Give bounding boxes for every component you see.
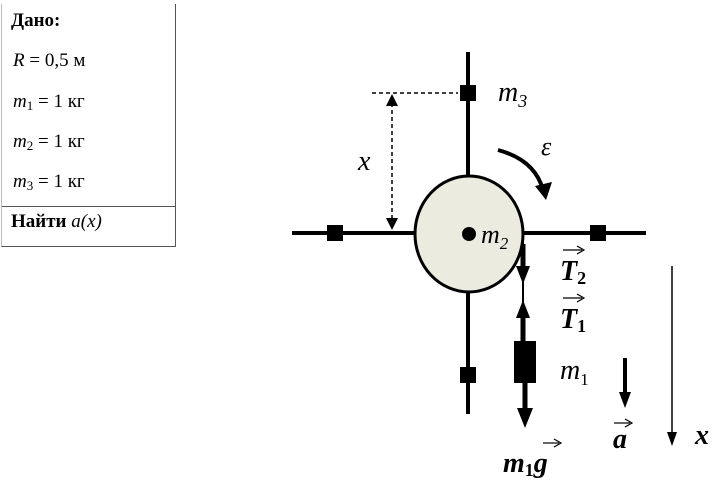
label-x-axis: x [694, 420, 709, 451]
label-m2: m2 [481, 220, 509, 253]
gravity-arrowhead [517, 408, 533, 428]
given-m3-sub: 3 [26, 178, 34, 193]
disk-center-dot [462, 227, 476, 241]
label-m3: m3 [498, 77, 527, 111]
epsilon-arc [497, 148, 545, 191]
mass-bottom [460, 367, 476, 383]
given-divider [2, 206, 176, 207]
epsilon-arrowhead [535, 182, 552, 200]
given-panel: Дано: R = 0,5 м m1 = 1 кг m2 = 1 кг m3 =… [1, 4, 176, 247]
hanging-mass-m1 [514, 341, 536, 383]
given-header: Дано: [11, 10, 61, 31]
mass-right [590, 225, 606, 241]
x-axis-arrowhead [667, 432, 677, 446]
mass-top [460, 85, 476, 101]
mass-left [327, 225, 343, 241]
label-x-distance: x [357, 146, 371, 177]
t1-arrowhead [516, 300, 530, 318]
given-radius-var: R [13, 50, 25, 71]
label-a: a [613, 424, 627, 455]
vector-mark-g [543, 438, 563, 448]
find-line: Найти a(x) [11, 211, 102, 233]
vector-mark-t1 [563, 293, 586, 303]
given-m3-value: = 1 кг [33, 171, 85, 192]
x-arrow-bottom [386, 218, 398, 230]
given-m1: m1 = 1 кг [13, 91, 85, 114]
given-radius: R = 0,5 м [13, 50, 85, 72]
find-target: a(x) [71, 211, 102, 232]
given-m1-value: = 1 кг [33, 91, 85, 112]
label-epsilon: ε [541, 132, 552, 161]
given-m1-var: m [13, 91, 27, 112]
t2-arrowhead [516, 266, 530, 284]
x-arrow-top [386, 94, 398, 106]
given-m3-var: m [13, 171, 27, 192]
vector-mark-a [614, 418, 634, 428]
given-m2-var: m [13, 131, 27, 152]
label-m1g: m1g [503, 448, 548, 480]
label-t1: T1 [560, 304, 586, 336]
given-m2: m2 = 1 кг [13, 131, 85, 154]
find-label: Найти [11, 211, 67, 232]
label-m1: m1 [560, 355, 589, 389]
given-m2-sub: 2 [26, 138, 34, 153]
given-m3: m3 = 1 кг [13, 171, 85, 194]
given-m2-value: = 1 кг [33, 131, 85, 152]
label-t2: T2 [560, 256, 586, 288]
given-m1-sub: 1 [26, 98, 34, 113]
acceleration-arrowhead [619, 392, 631, 408]
given-radius-value: = 0,5 м [24, 50, 86, 71]
vector-mark-t2 [563, 245, 586, 255]
